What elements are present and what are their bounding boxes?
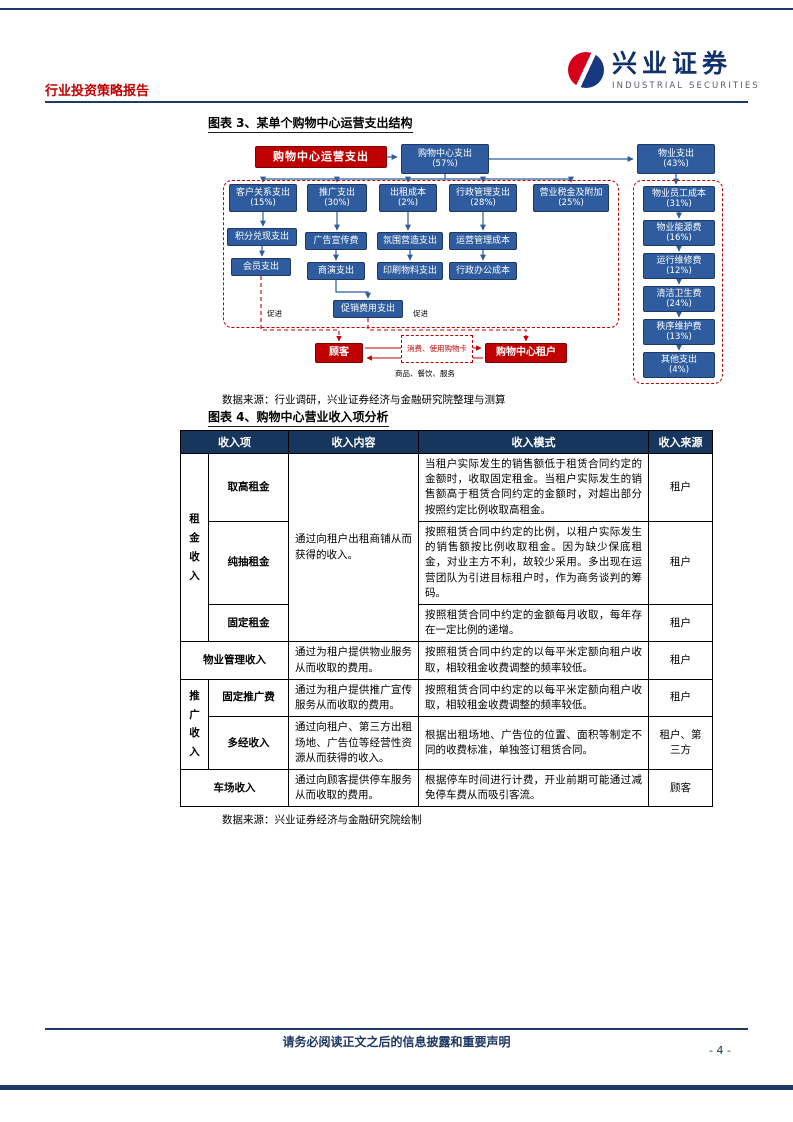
- figure3-source: 数据来源：行业调研，兴业证券经济与金融研究院整理与测算: [222, 394, 506, 406]
- node-printing-material: 印刷物料支出: [377, 262, 443, 280]
- table-row: 纯抽租金 按照租赁合同中约定的比例，以租户实际发生的销售额按比例收取租金。因为缺…: [181, 520, 713, 605]
- node-office-cost: 行政办公成本: [449, 262, 517, 280]
- promote-label-2: 促进: [413, 309, 428, 318]
- content-cell: 通过向顾客提供停车服务从而收取的费用。: [288, 768, 419, 808]
- item-cell: 取高租金: [208, 453, 289, 522]
- node-business-tax: 营业税金及附加(25%): [533, 184, 609, 212]
- col-header-income-mode: 收入模式: [418, 430, 649, 454]
- table-row: 租金收入 取高租金 通过向租户出租商铺从而获得的收入。 当租户实际发生的销售额低…: [180, 452, 713, 643]
- source-cell: 顾客: [648, 768, 713, 808]
- table-row: 推广收入 固定推广费 通过为租户提供推广宣传服务从而收取的费用。 按照租赁合同中…: [180, 678, 713, 770]
- report-type-label: 行业投资策略报告: [45, 84, 150, 99]
- node-advertising: 广告宣传费: [305, 232, 367, 250]
- node-points-redemption: 积分兑现支出: [227, 228, 297, 246]
- item-cell: 纯抽租金: [208, 520, 289, 605]
- source-cell: 租户: [648, 453, 713, 522]
- item-cell: 多经收入: [208, 716, 289, 770]
- brand-block: 兴业证券 INDUSTRIAL SECURITIES: [568, 50, 760, 91]
- brand-subtitle: INDUSTRIAL SECURITIES: [612, 80, 760, 91]
- figure4-title: 图表 4、购物中心营业收入项分析: [208, 408, 389, 427]
- node-sales-promotion: 促销费用支出: [333, 300, 403, 318]
- content-cell: 通过为租户提供推广宣传服务从而收取的费用。: [288, 678, 419, 718]
- bottom-bar: [0, 1085, 793, 1090]
- node-customer: 顾客: [315, 343, 363, 363]
- group-promo-income: 推广收入: [180, 678, 209, 770]
- revenue-table: 收入项 收入内容 收入模式 收入来源 租金收入 取高租金 通过向租户出租商铺从而…: [180, 430, 713, 808]
- figure4-source: 数据来源：兴业证券经济与金融研究院绘制: [222, 814, 422, 827]
- item-cell: 固定推广费: [208, 678, 289, 718]
- item-cell: 车场收入: [180, 768, 289, 808]
- brand-text: 兴业证券 INDUSTRIAL SECURITIES: [612, 50, 760, 91]
- source-cell: 租户、第三方: [648, 716, 713, 770]
- group-rent-income: 租金收入: [180, 452, 209, 643]
- mode-cell: 按照租赁合同中约定的金额每月收取，每年存在一定比例的递增。: [418, 603, 649, 643]
- item-cell: 固定租金: [208, 603, 289, 643]
- node-mall-tenant: 购物中心租户: [485, 343, 567, 363]
- mode-cell: 按照租赁合同中约定的比例，以租户实际发生的销售额按比例收取租金。因为缺少保底租金…: [418, 520, 649, 605]
- col-header-income-source: 收入来源: [648, 430, 713, 454]
- source-cell: 租户: [648, 678, 713, 718]
- content-cell: 通过向租户出租商铺从而获得的收入。: [288, 452, 419, 643]
- col-header-income-item: 收入项: [180, 430, 289, 454]
- node-property-maintenance: 运行维修费(12%): [643, 253, 715, 279]
- source-cell: 租户: [648, 603, 713, 643]
- top-rule: [0, 8, 793, 10]
- col-header-income-content: 收入内容: [288, 430, 419, 454]
- mode-cell: 根据停车时间进行计费，开业前期可能通过减免停车费从而吸引客流。: [418, 768, 649, 808]
- figure3-title: 图表 3、某单个购物中心运营支出结构: [208, 114, 413, 133]
- table-row: 车场收入 通过向顾客提供停车服务从而收取的费用。 根据停车时间进行计费，开业前期…: [180, 768, 713, 808]
- industrial-securities-logo-icon: [568, 52, 604, 88]
- content-cell: 通过向租户、第三方出租场地、广告位等经营性资源从而获得的收入。: [288, 716, 419, 770]
- table-header-row: 收入项 收入内容 收入模式 收入来源: [180, 430, 713, 454]
- node-commercial-show: 商演支出: [307, 262, 365, 280]
- table-row: 多经收入 通过向租户、第三方出租场地、广告位等经营性资源从而获得的收入。 根据出…: [181, 716, 713, 770]
- node-rental-cost: 出租成本(2%): [379, 184, 437, 212]
- node-property-expense: 物业支出(43%): [637, 144, 715, 174]
- table-row: 固定租金 按照租赁合同中约定的金额每月收取，每年存在一定比例的递增。 租户: [181, 603, 713, 643]
- node-property-security: 秩序维护费(13%): [643, 319, 715, 345]
- node-member-expense: 会员支出: [231, 258, 291, 276]
- node-consume-card: 消费、使用购物卡: [401, 335, 473, 363]
- content-cell: 通过为租户提供物业服务从而收取的费用。: [288, 641, 419, 680]
- mode-cell: 根据出租场地、广告位的位置、面积等制定不同的收费标准，单独签订租赁合同。: [418, 716, 649, 770]
- source-cell: 租户: [648, 641, 713, 680]
- node-property-other: 其他支出(4%): [643, 352, 715, 378]
- node-property-cleaning: 清洁卫生费(24%): [643, 286, 715, 312]
- node-customer-relation: 客户关系支出(15%): [229, 184, 297, 212]
- mode-cell: 按照租赁合同中约定的以每平米定额向租户收取，相较租金收费调整的频率较低。: [418, 641, 649, 680]
- node-operation-cost: 运营管理成本: [449, 232, 517, 250]
- promote-label-1: 促进: [267, 309, 282, 318]
- node-admin-expense: 行政管理支出(28%): [449, 184, 517, 212]
- source-cell: 租户: [648, 520, 713, 605]
- footer-notice: 请务必阅读正文之后的信息披露和重要声明: [282, 1035, 511, 1049]
- brand-name: 兴业证券: [612, 49, 733, 78]
- node-property-staff: 物业员工成本(31%): [643, 186, 715, 212]
- node-operating-expense: 购物中心运营支出: [255, 146, 387, 168]
- table-row: 物业管理收入 通过为租户提供物业服务从而收取的费用。 按照租赁合同中约定的以每平…: [180, 641, 713, 680]
- figure3-diagram: 购物中心运营支出 购物中心支出(57%) 物业支出(43%) 客户关系支出(15…: [185, 138, 725, 390]
- item-cell: 物业管理收入: [180, 641, 289, 680]
- mode-cell: 按照租赁合同中约定的以每平米定额向租户收取，相较租金收费调整的频率较低。: [418, 678, 649, 718]
- figure4-block: 收入项 收入内容 收入模式 收入来源 租金收入 取高租金 通过向租户出租商铺从而…: [180, 430, 713, 827]
- page-number: - 4 -: [709, 1044, 731, 1057]
- footer-rule: [45, 1028, 748, 1030]
- node-promotion-expense: 推广支出(30%): [307, 184, 367, 212]
- mode-cell: 当租户实际发生的销售额低于租赁合同约定的金额时，收取固定租金。当租户实际发生的销…: [418, 453, 649, 522]
- node-property-energy: 物业能源费(16%): [643, 220, 715, 246]
- node-atmosphere: 氛围营造支出: [377, 232, 443, 250]
- node-mall-expense: 购物中心支出(57%): [401, 144, 489, 174]
- mall-expense-group-frame: [223, 180, 619, 328]
- goods-services-label: 商品、餐饮、服务: [395, 369, 455, 378]
- header-rule: [45, 101, 748, 103]
